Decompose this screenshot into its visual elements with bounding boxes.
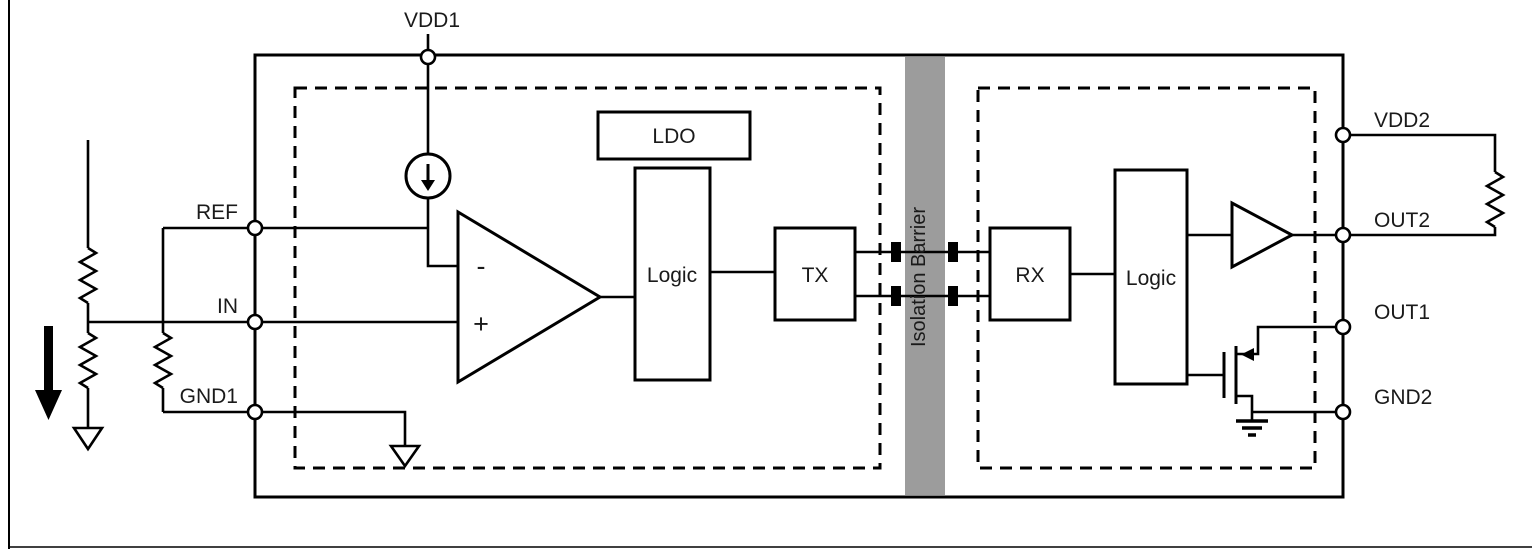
out1-pin [1334,318,1352,336]
logic-left-block [633,166,712,382]
mosfet-arrow [1241,348,1254,361]
right-die-dashed-region [976,86,1317,470]
vdd2-pin [1334,126,1352,144]
ref-label: REF [196,201,238,224]
ldo-block [596,110,752,161]
vdd1-pin [419,48,437,66]
ground-symbol-external [71,426,105,452]
output-buffer-symbol [1230,200,1296,270]
out1-label: OUT1 [1374,301,1430,324]
out2-external-wire [1343,227,1497,237]
resistor-ref [152,331,174,390]
in-pin [246,313,264,331]
resistor-divider-top [77,246,99,305]
current-flow-arrow-icon [35,326,62,420]
isolation-barrier-label: Isolation Barrier [908,207,930,347]
coupling-mark [948,242,958,262]
in-label: IN [217,295,238,318]
chip-outline [253,53,1345,499]
vdd1-label: VDD1 [404,9,460,32]
ldo-label: LDO [652,125,695,148]
ground-symbol-internal-left [388,444,422,469]
current-source-icon [404,152,452,200]
ref-pin [246,219,264,237]
ground-symbol-internal-right [1236,412,1268,437]
input-divider-network [35,140,174,452]
mosfet-source-wire [1236,394,1254,412]
tx-block [773,226,857,322]
isolation-coupling-marks [891,242,958,306]
rx-label: RX [1015,264,1044,287]
left-die-dashed-region [293,86,882,470]
resistor-pullup [1484,170,1506,229]
coupling-mark [891,242,901,262]
comparator-plus-label: + [473,309,489,339]
coupling-mark [948,286,958,306]
out2-pin [1334,226,1352,244]
gnd1-wire [163,410,407,446]
comparator-minus-label: - [477,251,486,281]
current-source-output-wire [426,198,458,268]
isolation-barrier [905,57,945,495]
pullup-network [1343,133,1506,237]
mosfet-symbol [1187,325,1343,412]
logic-right-block [1113,168,1189,386]
logic-left-label: Logic [647,264,697,287]
current-source-arrow-head [421,180,435,191]
coupling-mark [891,286,901,306]
resistor-divider-bottom [77,331,99,390]
vdd2-label: VDD2 [1374,109,1430,132]
comparator-symbol [456,209,603,385]
logic-right-label: Logic [1126,267,1176,290]
vdd2-wire [1343,133,1497,172]
gnd2-pin [1334,403,1352,421]
gnd2-label: GND2 [1374,386,1432,409]
gnd1-pin [246,403,264,421]
out2-label: OUT2 [1374,209,1430,232]
tx-label: TX [802,264,829,287]
gnd1-label: GND1 [180,385,238,408]
